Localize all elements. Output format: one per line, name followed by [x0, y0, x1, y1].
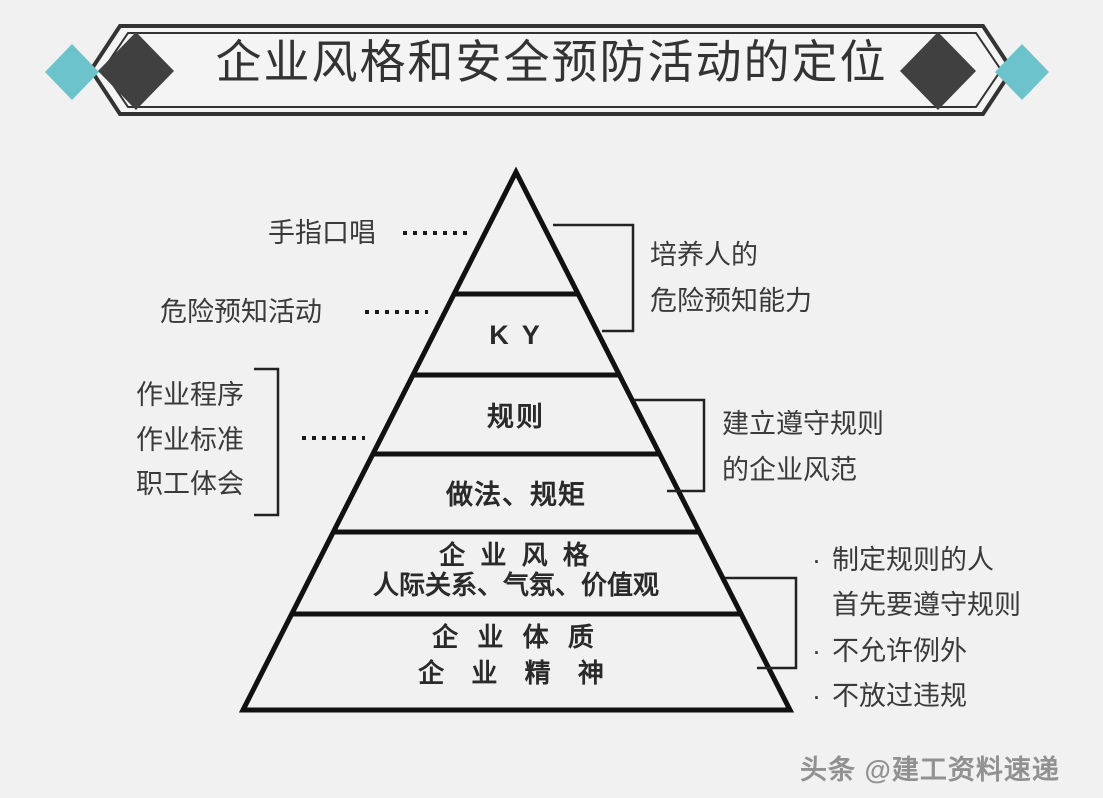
title-banner: 企业风格和安全预防活动的定位	[0, 0, 1103, 150]
diamond-teal-right	[995, 44, 1049, 100]
bullet-item-3-text-1: 不放过违规	[832, 680, 967, 711]
bullet-dot-icon-3: ·	[812, 680, 821, 711]
left-group-labels: 作业程序 作业标准 职工体会	[136, 378, 244, 503]
bullet-dot-icon: ·	[812, 545, 821, 575]
bracket-right-1	[553, 223, 635, 333]
pyramid-tier-5-line-2: 人际关系、气氛、价值观	[372, 570, 659, 601]
pyramid-tier-5-line-1: 企 业 风 格	[439, 540, 593, 570]
right-label-1-line-1: 培养人的	[650, 240, 758, 270]
bullet-item-1-text-2: 首先要遵守规则	[832, 590, 1021, 621]
left-label-hazard-prediction-activity: 危险预知活动	[160, 297, 322, 327]
page-title: 企业风格和安全预防活动的定位	[215, 37, 888, 88]
pyramid-tier-2-label: K Y	[489, 320, 543, 350]
right-bullet-list: · 制定规则的人 首先要遵守规则 · 不允许例外 · 不放过违规	[812, 542, 1021, 715]
bullet-item-1-line-2: 首先要遵守规则	[812, 587, 1021, 624]
bracket-right-3	[725, 576, 798, 670]
bullet-dot-icon-2: ·	[812, 635, 821, 666]
diamond-dark-left	[98, 32, 174, 110]
bullet-item-1-text-1: 制定规则的人	[832, 545, 994, 575]
right-label-cultivate-hazard-prediction: 培养人的 危险预知能力	[650, 238, 812, 319]
diamond-teal-left	[45, 44, 99, 100]
diamond-dark-right	[900, 32, 976, 110]
bullet-item-2-line-1: · 不允许例外	[812, 633, 1021, 670]
bracket-left-group	[254, 367, 280, 517]
right-label-2-line-1: 建立遵守规则	[722, 409, 884, 439]
pyramid-tier-6-line-1: 企 业 体 质	[432, 622, 600, 652]
watermark: 头条 @建工资料速递	[800, 755, 1060, 785]
pyramid-tier-4-label: 做法、规矩	[446, 480, 586, 510]
pyramid-outline	[238, 166, 795, 713]
pyramid-tier-6-line-2: 企 业 精 神	[418, 658, 614, 689]
pyramid-tier-5-label: 企 业 风 格 人际关系、气氛、价值观	[336, 540, 696, 600]
bracket-right-2	[634, 398, 706, 493]
right-label-1-line-2: 危险预知能力	[650, 285, 812, 316]
bullet-item-3-line-1: · 不放过违规	[812, 678, 1021, 715]
right-label-rule-abiding-culture: 建立遵守规则 的企业风范	[722, 407, 884, 488]
left-group-line-3: 职工体会	[136, 469, 244, 500]
bullet-item-1-line-1: · 制定规则的人	[812, 542, 1021, 579]
left-group-line-1: 作业程序	[136, 380, 244, 410]
bullet-item-2-text-1: 不允许例外	[832, 635, 967, 666]
right-label-2-line-2: 的企业风范	[722, 454, 857, 485]
pyramid-tier-6-label: 企 业 体 质 企 业 精 神	[336, 622, 696, 688]
pyramid-tier-3-label: 规则	[487, 402, 545, 432]
left-group-line-2: 作业标准	[136, 424, 244, 455]
banner-decoration	[45, 24, 1049, 116]
left-label-finger-pointing-calling: 手指口唱	[268, 218, 376, 248]
